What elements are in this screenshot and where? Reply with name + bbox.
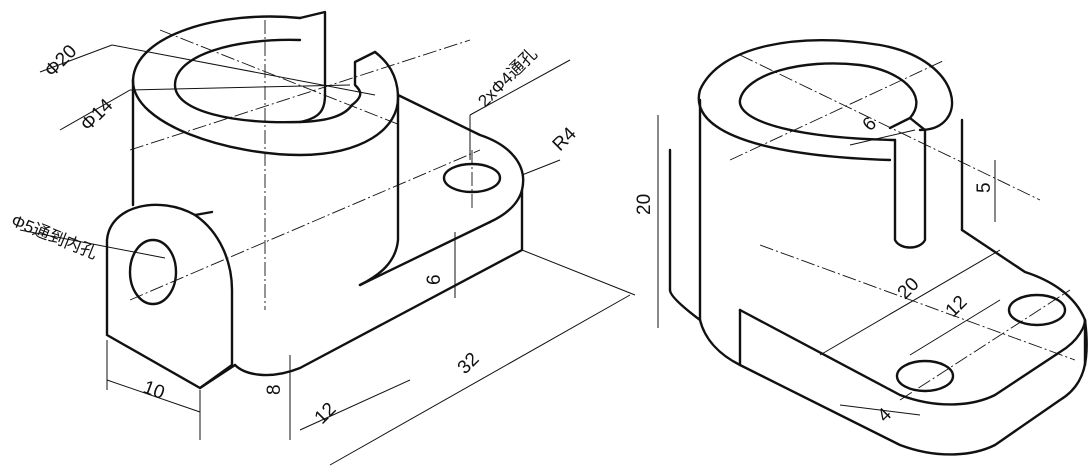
right-isometric-part bbox=[657, 39, 1088, 456]
r-center-1 bbox=[739, 54, 1041, 201]
r-cylinder-bore bbox=[738, 62, 918, 142]
label-dim-12: 12 bbox=[311, 399, 341, 429]
r-base-top bbox=[698, 228, 1088, 456]
label-holes-note: 2xΦ4通孔 bbox=[474, 44, 540, 110]
r-center-2 bbox=[729, 59, 946, 161]
label-dim-32: 32 bbox=[454, 349, 484, 379]
r-center-4 bbox=[899, 289, 1071, 401]
r-hole-front bbox=[895, 359, 955, 393]
label-r-dim-4: 4 bbox=[874, 404, 897, 427]
leader-phi20 bbox=[39, 44, 113, 73]
lug-hole bbox=[128, 238, 178, 306]
dim-line-12 bbox=[299, 379, 411, 431]
leader-holes-2 bbox=[469, 59, 571, 116]
label-dim-8: 8 bbox=[264, 384, 285, 395]
left-isometric-part bbox=[19, 10, 636, 466]
label-lug-hole-note: Φ5通到内孔 bbox=[9, 211, 101, 263]
r-base-inner bbox=[738, 308, 1087, 406]
r-dim-line-4 bbox=[839, 404, 921, 416]
base-right-end bbox=[233, 188, 524, 377]
centerline-diag-1 bbox=[159, 29, 401, 126]
r-slot bbox=[888, 116, 927, 249]
r-hole-back bbox=[1007, 293, 1067, 327]
leader-phi14 bbox=[59, 89, 131, 131]
cylinder-top-outer bbox=[131, 15, 400, 157]
label-phi20: Φ20 bbox=[41, 41, 82, 82]
label-r-dim-20-d: 20 bbox=[894, 274, 924, 304]
centerline-diag-2 bbox=[129, 39, 471, 151]
label-r-dim-12: 12 bbox=[942, 292, 972, 322]
lug-outline bbox=[105, 203, 234, 390]
base-top bbox=[396, 93, 525, 224]
r-dim-line-20-d bbox=[819, 249, 1001, 356]
leader-lug-hole bbox=[19, 229, 166, 259]
cylinder-side-right bbox=[358, 93, 400, 287]
r-center-3 bbox=[759, 244, 1076, 361]
slot-wall bbox=[298, 10, 327, 124]
lug-side bbox=[193, 210, 214, 217]
dim-line-32 bbox=[329, 294, 631, 466]
leader-phi20-2 bbox=[111, 44, 376, 96]
leader-r4 bbox=[521, 159, 561, 176]
r-dim-line-6 bbox=[849, 129, 916, 146]
cylinder-bore bbox=[173, 38, 354, 124]
base-front-edge bbox=[358, 220, 492, 287]
label-dim-6: 6 bbox=[424, 274, 445, 285]
r-base-curve bbox=[668, 288, 702, 322]
r-dim-line-12 bbox=[909, 299, 1001, 356]
label-r4: R4 bbox=[549, 123, 581, 155]
slot-wall-right bbox=[350, 50, 377, 107]
label-r-dim-5: 5 bbox=[974, 182, 995, 193]
centerline-lug bbox=[129, 149, 481, 301]
dim-line-10 bbox=[106, 379, 201, 413]
leader-phi14-2 bbox=[129, 84, 351, 91]
label-r-dim-6: 6 bbox=[859, 113, 881, 135]
lug-bottom bbox=[198, 363, 237, 390]
r-cylinder-top bbox=[697, 39, 954, 162]
label-r-dim-20-v: 20 bbox=[634, 194, 655, 215]
ext-32 bbox=[521, 249, 636, 296]
